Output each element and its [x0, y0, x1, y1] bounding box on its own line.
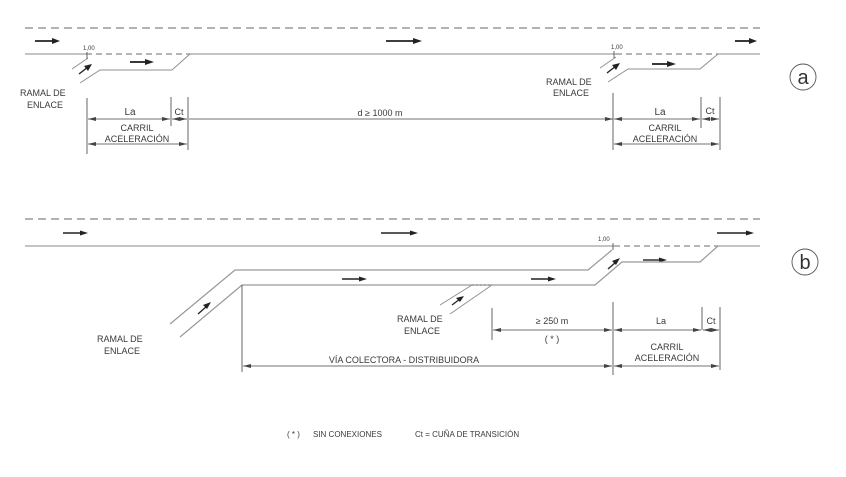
traffic-arrow-icon	[652, 61, 676, 67]
ramp-arrow-icon	[606, 63, 620, 74]
la-label: La	[654, 107, 666, 118]
traffic-arrow-icon	[386, 38, 422, 44]
ramp-label: RAMAL DE	[397, 314, 443, 324]
lane-label: ACELERACIÓN	[105, 134, 170, 144]
ct-label: Ct	[707, 316, 716, 326]
lane-label: CARRIL	[120, 123, 153, 133]
panel-b-badge	[791, 248, 819, 276]
legend-note-marker: ( * )	[287, 430, 300, 439]
ramp-arrow-icon	[451, 296, 464, 306]
traffic-arrow-icon	[342, 276, 367, 282]
legend: ( * ) SIN CONEXIONES Ct = CUÑA DE TRANSI…	[287, 430, 519, 439]
la-label: La	[656, 316, 666, 326]
traffic-arrow-icon	[35, 38, 60, 44]
ramp-label: RAMAL DE	[97, 334, 143, 344]
legend-ct-definition: Ct = CUÑA DE TRANSICIÓN	[415, 430, 519, 439]
ramp-label: RAMAL DE	[20, 88, 66, 98]
ramp-arrow-icon	[197, 302, 211, 315]
note-marker: ( * )	[545, 334, 560, 344]
traffic-arrow-icon	[130, 59, 154, 65]
offset-label: 1,00	[83, 46, 95, 52]
collector-label: VÍA COLECTORA - DISTRIBUIDORA	[329, 355, 479, 365]
traffic-arrow-icon	[735, 38, 757, 44]
ct-label: Ct	[706, 106, 715, 116]
panel-a-letter: a	[797, 67, 809, 89]
panel-a: 1,00 RAMAL DE ENLACE La Ct CARRIL ACELER…	[20, 27, 817, 154]
min-distance-label: ≥ 250 m	[536, 316, 568, 326]
lane-label: CARRIL	[648, 123, 681, 133]
panel-b: 1,00 RAMAL DE ENLACE RAMAL DE ENLACE ≥ 2…	[25, 218, 819, 375]
ramp-label: ENLACE	[104, 346, 140, 356]
offset-label: 1,00	[598, 237, 610, 243]
ramp-label: ENLACE	[553, 88, 589, 98]
lane-label: ACELERACIÓN	[633, 134, 698, 144]
lane-label: CARRIL	[650, 342, 683, 352]
ramp-left	[71, 53, 191, 84]
panel-b-letter: b	[799, 252, 810, 274]
panel-a-badge	[789, 63, 817, 91]
distance-label: d ≥ 1000 m	[358, 108, 403, 118]
offset-label: 1,00	[611, 45, 623, 51]
ramp-arrow-icon	[78, 64, 92, 75]
ramp-arrow-icon	[607, 258, 620, 270]
collector-road-lower-edge	[179, 245, 719, 338]
ramp-label: RAMAL DE	[546, 77, 592, 87]
traffic-arrow-icon	[531, 276, 556, 282]
traffic-arrow-icon	[717, 230, 754, 236]
ramp-label: ENLACE	[27, 100, 63, 110]
legend-note-text: SIN CONEXIONES	[313, 430, 382, 439]
traffic-arrow-icon	[63, 230, 88, 236]
ct-label: Ct	[175, 107, 184, 117]
collector-road-upper-edge	[169, 249, 613, 325]
ramp-label: ENLACE	[404, 326, 440, 336]
ramp-mid	[439, 284, 493, 315]
la-label: La	[124, 107, 136, 118]
traffic-arrow-icon	[643, 257, 667, 263]
lane-label: ACELERACIÓN	[635, 353, 700, 363]
ramp-right	[599, 53, 719, 83]
traffic-arrow-icon	[381, 230, 418, 236]
